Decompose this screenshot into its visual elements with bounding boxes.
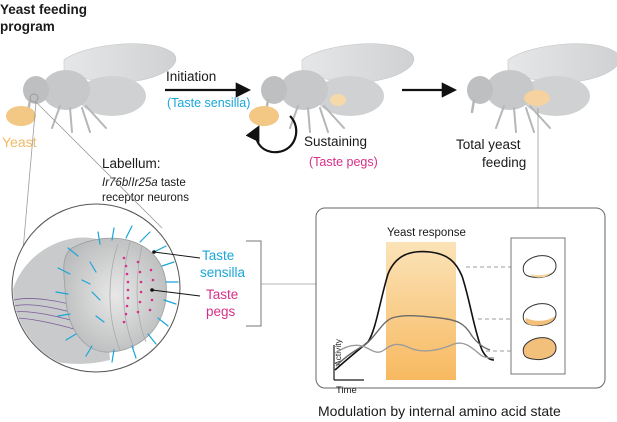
yeast-label: Yeast [2, 134, 37, 150]
title-line-2: program [0, 19, 55, 34]
initiation-sublabel: (Taste sensilla) [167, 96, 250, 110]
sustaining-arrow [245, 115, 298, 154]
taste-pegs-label: Taste pegs [206, 287, 242, 319]
sustaining-label: Sustaining [304, 134, 367, 149]
labels-bracket [246, 240, 262, 327]
gene-ir25a: Ir25a [131, 177, 157, 189]
abdomen-icon [522, 303, 557, 327]
trace-low [336, 342, 495, 359]
yeast-response-band [386, 242, 456, 380]
pegs-line-2: pegs [206, 304, 236, 319]
gene-separator: / [128, 177, 132, 189]
modulation-caption: Modulation by internal amino acid state [318, 403, 561, 419]
time-label: Time [336, 385, 357, 396]
taste-sensilla-label: Taste sensilla [200, 248, 246, 280]
abdomen-yeast-fill [524, 90, 550, 106]
diagram-title: Yeast feeding program [0, 2, 91, 34]
abdomen-icon [522, 337, 557, 361]
proboscis-highlight [29, 93, 39, 103]
sustaining-sublabel: (Taste pegs) [309, 155, 378, 169]
zoom-line [35, 101, 163, 229]
gene-ir76b: Ir76b [102, 177, 129, 189]
abdomen-icon [522, 255, 557, 279]
taste-sensilla-bristles [55, 225, 179, 363]
labellum-icon [11, 203, 201, 373]
yeast-response-label: Yeast response [387, 227, 466, 239]
gene-rest: taste [158, 177, 186, 189]
pegs-pointer [151, 289, 201, 297]
initiation-label: Initiation [166, 69, 216, 84]
total-feeding-line-1: Total yeast [456, 137, 521, 152]
trace-mid [335, 315, 491, 367]
sensilla-line-1: Taste [202, 248, 234, 263]
taste-pegs-dots [122, 256, 155, 324]
receptor-genes-label: Ir76b/Ir25a taste [102, 177, 186, 189]
yeast-drop-icon [249, 106, 279, 126]
fly-icon [465, 42, 617, 134]
title-line-1: Yeast feeding [0, 2, 87, 17]
pegs-line-1: Taste [206, 287, 238, 302]
sensilla-line-2: sensilla [200, 265, 246, 280]
yeast-drop-icon [6, 106, 36, 126]
fly-icon [21, 42, 178, 134]
total-feeding-line-2: feeding [482, 155, 526, 170]
receptor-neurons-label: receptor neurons [102, 192, 189, 204]
abdomen-yeast-fill [330, 94, 346, 106]
fly-icon [259, 42, 416, 134]
sensilla-pointer [153, 251, 201, 259]
labellum-label: Labellum: [102, 156, 161, 171]
zoom-line [21, 101, 37, 263]
total-yeast-feeding-label: Total yeast feeding [456, 137, 526, 170]
